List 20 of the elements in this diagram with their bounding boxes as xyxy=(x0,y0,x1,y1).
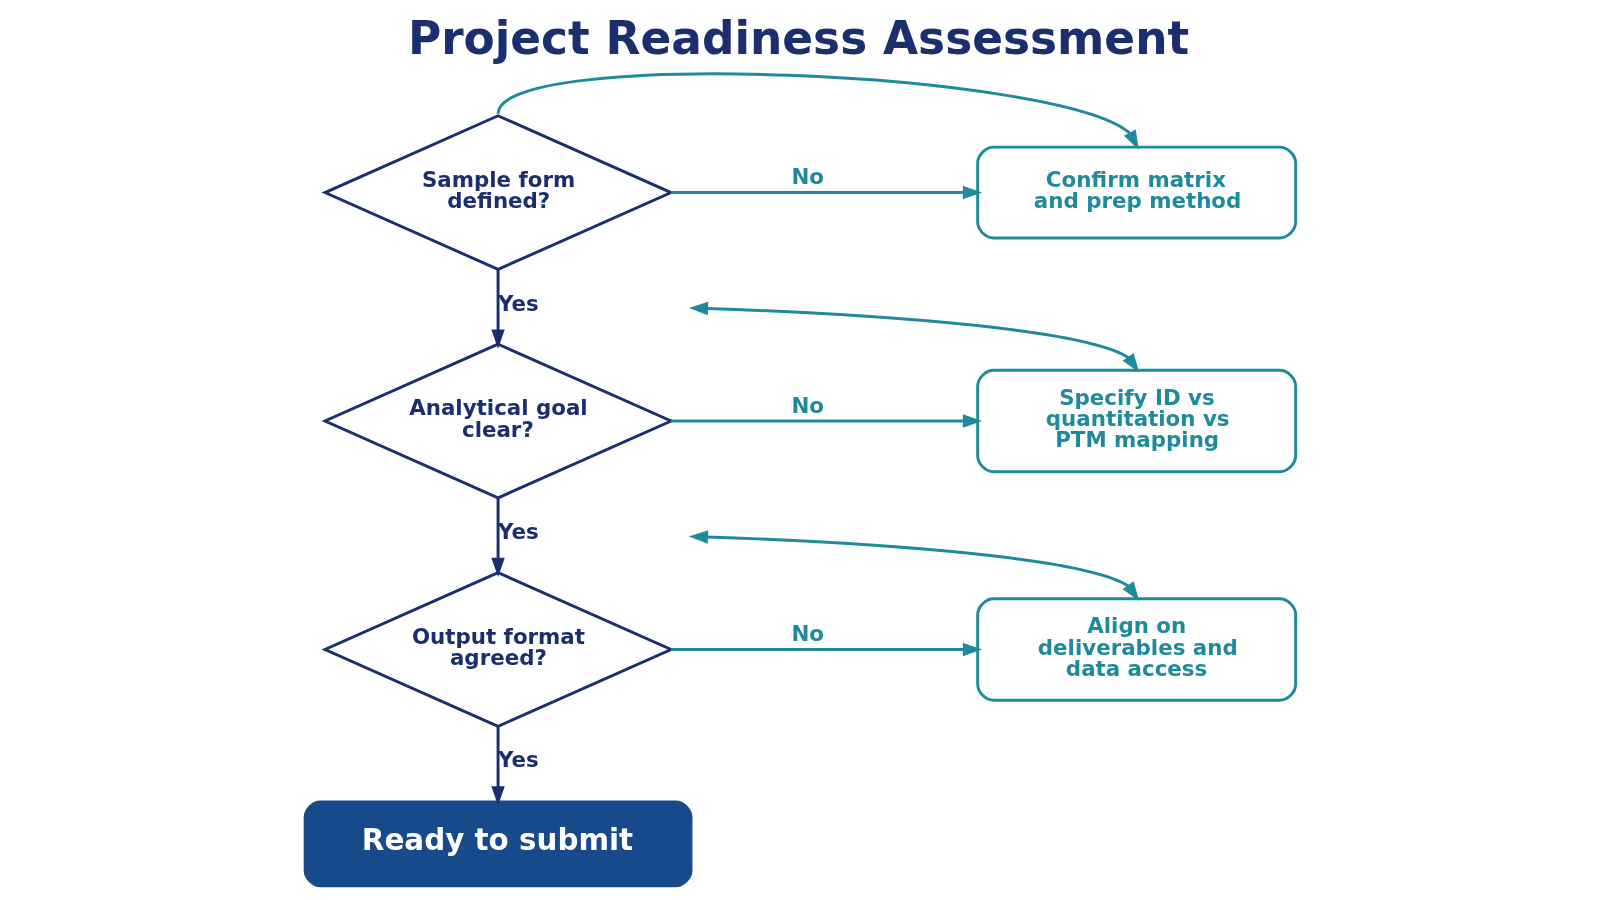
edge-label: No xyxy=(791,164,824,190)
arrow xyxy=(491,726,505,806)
edge-label: No xyxy=(791,621,824,647)
arrow xyxy=(491,269,505,349)
arrow xyxy=(688,301,1140,373)
edge-label: Yes xyxy=(498,519,539,544)
edge-label: No xyxy=(791,392,824,418)
arrow xyxy=(671,185,983,200)
diagram-title: Project Readiness Assessment xyxy=(407,11,1190,65)
node-box: Ready to submit xyxy=(303,800,693,888)
node-box: Align on deliverables and data access xyxy=(976,597,1298,702)
node-box: Confirm matrix and prep method xyxy=(976,145,1298,240)
arrow xyxy=(491,497,505,578)
edge-label: Yes xyxy=(498,747,539,773)
arrow xyxy=(671,642,983,657)
edge-label: Yes xyxy=(498,290,539,316)
arrow xyxy=(496,72,1139,150)
arrow xyxy=(671,414,983,428)
arrow xyxy=(688,530,1140,601)
node-box: Specify ID vs quantitation vs PTM mapping xyxy=(976,368,1298,474)
